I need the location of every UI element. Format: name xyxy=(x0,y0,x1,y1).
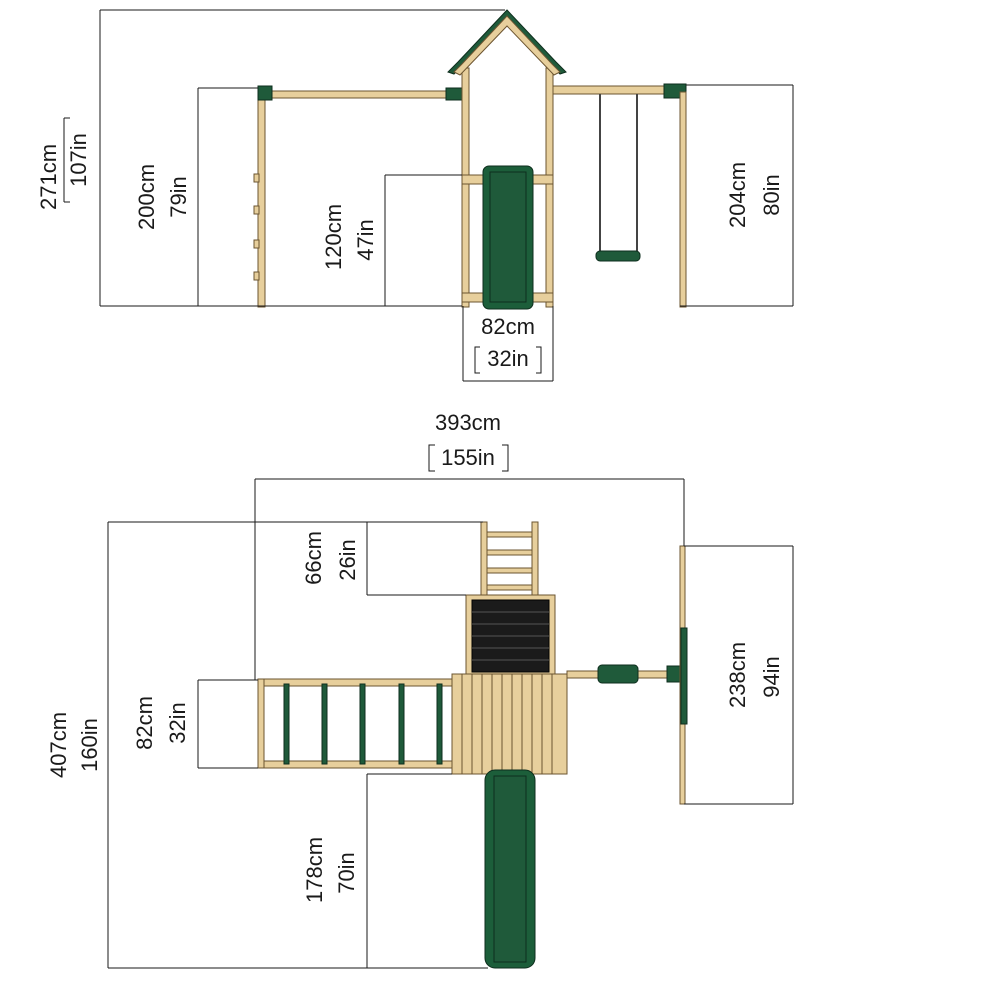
dim-32-front-label: 32in xyxy=(487,346,529,371)
front-dimension-lines xyxy=(99,9,794,382)
dim-160-label: 160in xyxy=(77,718,102,772)
svg-text:238cm: 238cm xyxy=(725,642,750,708)
dim-393-label: 393cm xyxy=(435,410,501,435)
bracket-107 xyxy=(63,117,70,203)
svg-text:79in: 79in xyxy=(166,176,191,218)
svg-text:200cm: 200cm xyxy=(134,164,159,230)
svg-text:32in: 32in xyxy=(165,702,190,744)
dim-204-label: 204cm xyxy=(725,162,750,228)
svg-text:70in: 70in xyxy=(334,852,359,894)
dim-82-front-label: 82cm xyxy=(481,314,535,339)
svg-text:120cm: 120cm xyxy=(321,204,346,270)
front-view-drawing xyxy=(253,9,687,310)
dim-70-label: 70in xyxy=(334,852,359,894)
dim-66-label: 66cm xyxy=(301,531,326,585)
svg-text:66cm: 66cm xyxy=(301,531,326,585)
svg-text:160in: 160in xyxy=(77,718,102,772)
svg-text:107in: 107in xyxy=(66,133,91,187)
bracket-32-front xyxy=(474,346,542,374)
svg-text:271cm: 271cm xyxy=(36,144,61,210)
top-view-drawing xyxy=(257,521,688,969)
dim-238-label: 238cm xyxy=(725,642,750,708)
dim-200-label: 200cm xyxy=(134,164,159,230)
svg-text:82cm: 82cm xyxy=(132,696,157,750)
dim-107-label: 107in xyxy=(66,133,91,187)
svg-text:94in: 94in xyxy=(759,656,784,698)
svg-text:80in: 80in xyxy=(759,174,784,216)
dim-271-label: 271cm xyxy=(36,144,61,210)
bracket-155 xyxy=(428,444,509,472)
svg-text:47in: 47in xyxy=(353,219,378,261)
dim-80-label: 80in xyxy=(759,174,784,216)
dim-32-top-label: 32in xyxy=(165,702,190,744)
svg-text:178cm: 178cm xyxy=(302,837,327,903)
dim-79-label: 79in xyxy=(166,176,191,218)
dim-47-label: 47in xyxy=(353,219,378,261)
dim-178-label: 178cm xyxy=(302,837,327,903)
dim-407-label: 407cm xyxy=(46,712,71,778)
svg-text:204cm: 204cm xyxy=(725,162,750,228)
top-dimension-lines xyxy=(107,478,794,969)
dim-94-label: 94in xyxy=(759,656,784,698)
dim-120-label: 120cm xyxy=(321,204,346,270)
svg-text:407cm: 407cm xyxy=(46,712,71,778)
dim-26-label: 26in xyxy=(335,539,360,581)
dim-82-top-label: 82cm xyxy=(132,696,157,750)
svg-text:26in: 26in xyxy=(335,539,360,581)
dim-155-label: 155in xyxy=(441,445,495,470)
